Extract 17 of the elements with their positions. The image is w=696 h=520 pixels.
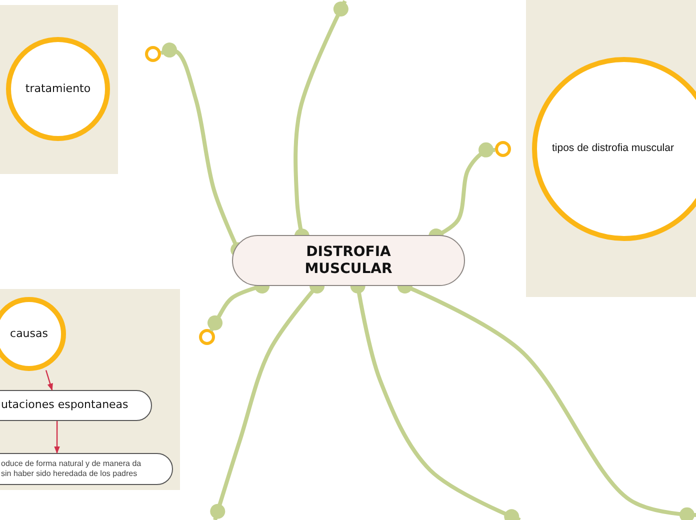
panel-background xyxy=(0,289,180,490)
topic-ring xyxy=(495,141,511,157)
subtopic-box xyxy=(0,390,152,421)
central-topic xyxy=(232,235,465,286)
topic-label: tratamiento xyxy=(25,82,91,96)
topic-label: causas xyxy=(10,326,48,342)
topic-label: utaciones espontaneas xyxy=(1,398,128,413)
arrow xyxy=(54,421,60,454)
topic-label: tipos de distrofia muscular xyxy=(552,142,674,156)
topic-ring xyxy=(145,46,161,62)
topic-label: oduce de forma natural y de manera da sin haber sido heredada de los padres xyxy=(1,458,142,480)
arrow xyxy=(45,370,53,391)
panel-background xyxy=(0,5,118,174)
central-topic-label: DISTROFIA MUSCULAR xyxy=(304,244,394,277)
topic-ring xyxy=(199,329,215,345)
panel-background xyxy=(526,0,696,297)
subtopic-box xyxy=(0,453,173,485)
